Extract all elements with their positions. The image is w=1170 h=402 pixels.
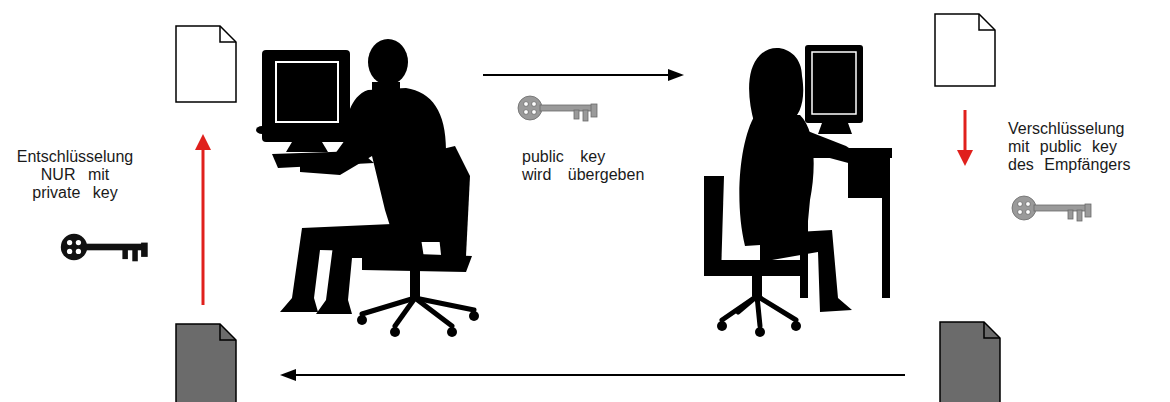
note-label: Verschlüsselung mit public key des Empfä… xyxy=(1008,120,1136,174)
decrypt-arrow xyxy=(195,134,211,305)
transfer-arrow xyxy=(280,369,905,381)
sender-silhouette xyxy=(256,39,479,337)
public-key xyxy=(518,96,597,121)
note-label: Entschlüsselung NUR mit private key xyxy=(14,148,136,202)
encrypted-document xyxy=(176,324,236,402)
encrypted-document xyxy=(940,322,1000,402)
note-label: public key wird übergeben xyxy=(522,148,648,184)
transfer-arrow xyxy=(483,69,684,81)
encrypt-arrow xyxy=(957,110,973,166)
public-key xyxy=(1012,196,1091,221)
plain-document xyxy=(935,14,995,86)
receiver-silhouette xyxy=(704,45,892,337)
plain-document xyxy=(176,26,236,102)
private-key xyxy=(61,234,148,261)
